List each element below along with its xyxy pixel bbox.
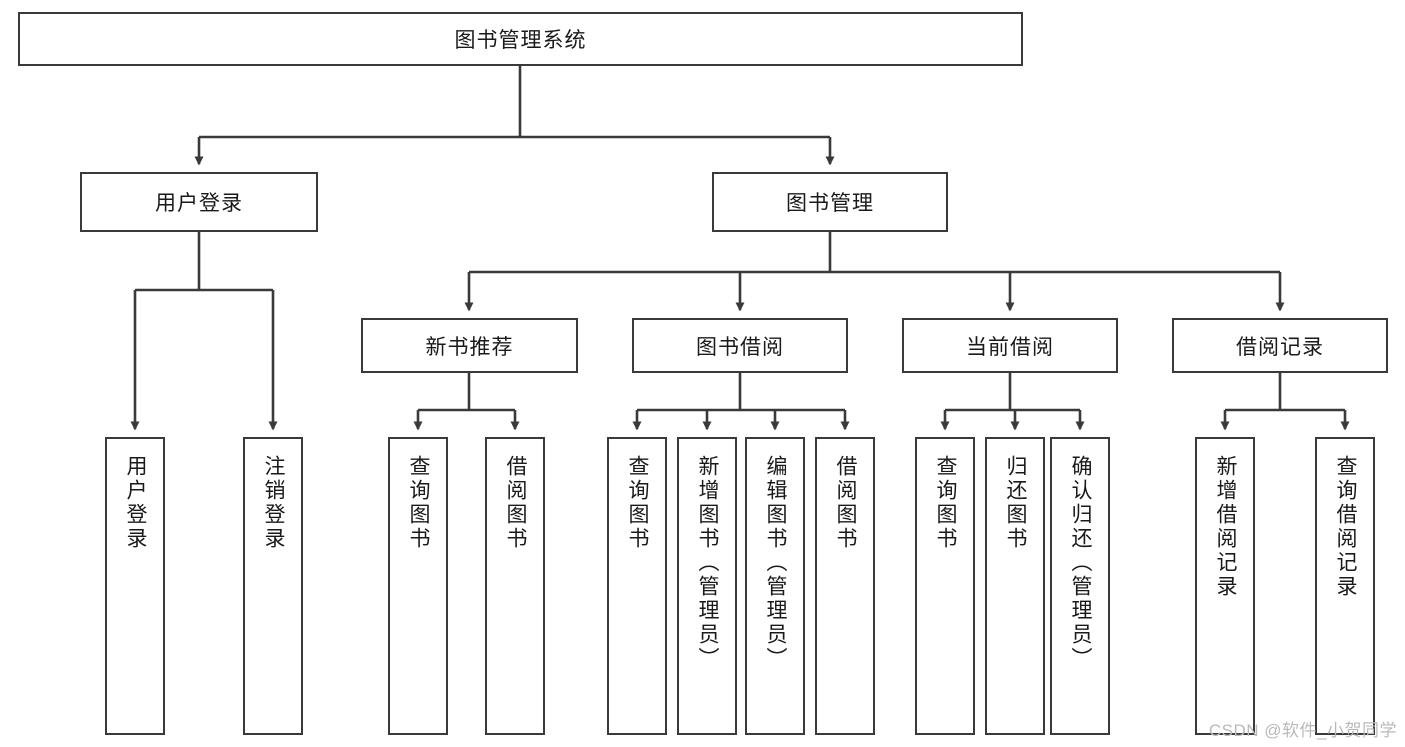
node-label: 新书推荐: [425, 335, 514, 359]
node-root[interactable]: 图书管理系统: [18, 12, 1023, 66]
node-new-book-rec[interactable]: 新书推荐: [361, 318, 578, 373]
node-label: 借阅图书: [834, 455, 858, 551]
node-label: 编辑图书（管理员）: [764, 455, 788, 671]
node-label: 图书管理: [786, 192, 874, 215]
node-label: 新增借阅记录: [1214, 455, 1238, 599]
node-user-login[interactable]: 用户登录: [80, 172, 318, 232]
node-leaf-query-book-borrow[interactable]: 查询图书: [607, 437, 667, 735]
node-leaf-add-book[interactable]: 新增图书（管理员）: [677, 437, 737, 735]
node-leaf-user-logout[interactable]: 注销登录: [243, 437, 303, 735]
node-leaf-return-book[interactable]: 归还图书: [985, 437, 1045, 735]
node-label: 查询借阅记录: [1334, 455, 1358, 599]
node-label: 查询图书: [626, 455, 650, 551]
node-label: 借阅图书: [504, 455, 528, 551]
node-label: 注销登录: [262, 455, 286, 551]
node-leaf-user-login[interactable]: 用户登录: [105, 437, 165, 735]
node-leaf-borrow-book[interactable]: 借阅图书: [815, 437, 875, 735]
node-label: 新增图书（管理员）: [696, 455, 720, 671]
node-label: 归还图书: [1004, 455, 1028, 551]
node-leaf-query-book-rec[interactable]: 查询图书: [388, 437, 448, 735]
watermark-label: CSDN @软件_小贺同学: [1208, 721, 1397, 740]
node-leaf-add-borrow-record[interactable]: 新增借阅记录: [1195, 437, 1255, 735]
node-leaf-query-borrow-record[interactable]: 查询借阅记录: [1315, 437, 1375, 735]
node-label: 查询图书: [407, 455, 431, 551]
node-book-manage[interactable]: 图书管理: [712, 172, 948, 232]
node-leaf-query-book-cur[interactable]: 查询图书: [915, 437, 975, 735]
node-leaf-edit-book[interactable]: 编辑图书（管理员）: [745, 437, 805, 735]
node-label: 用户登录: [155, 192, 243, 215]
node-borrow-record[interactable]: 借阅记录: [1172, 318, 1388, 373]
node-leaf-confirm-return[interactable]: 确认归还（管理员）: [1050, 437, 1110, 735]
node-label: 借阅记录: [1236, 335, 1324, 359]
node-book-borrow[interactable]: 图书借阅: [632, 318, 848, 373]
node-current-borrow[interactable]: 当前借阅: [902, 318, 1118, 373]
node-label: 图书借阅: [696, 335, 784, 359]
node-label: 确认归还（管理员）: [1069, 455, 1093, 671]
node-label: 图书管理系统: [454, 29, 587, 52]
node-label: 查询图书: [934, 455, 958, 551]
node-label: 用户登录: [124, 455, 148, 551]
node-label: 当前借阅: [966, 335, 1054, 359]
node-leaf-borrow-book-rec[interactable]: 借阅图书: [485, 437, 545, 735]
